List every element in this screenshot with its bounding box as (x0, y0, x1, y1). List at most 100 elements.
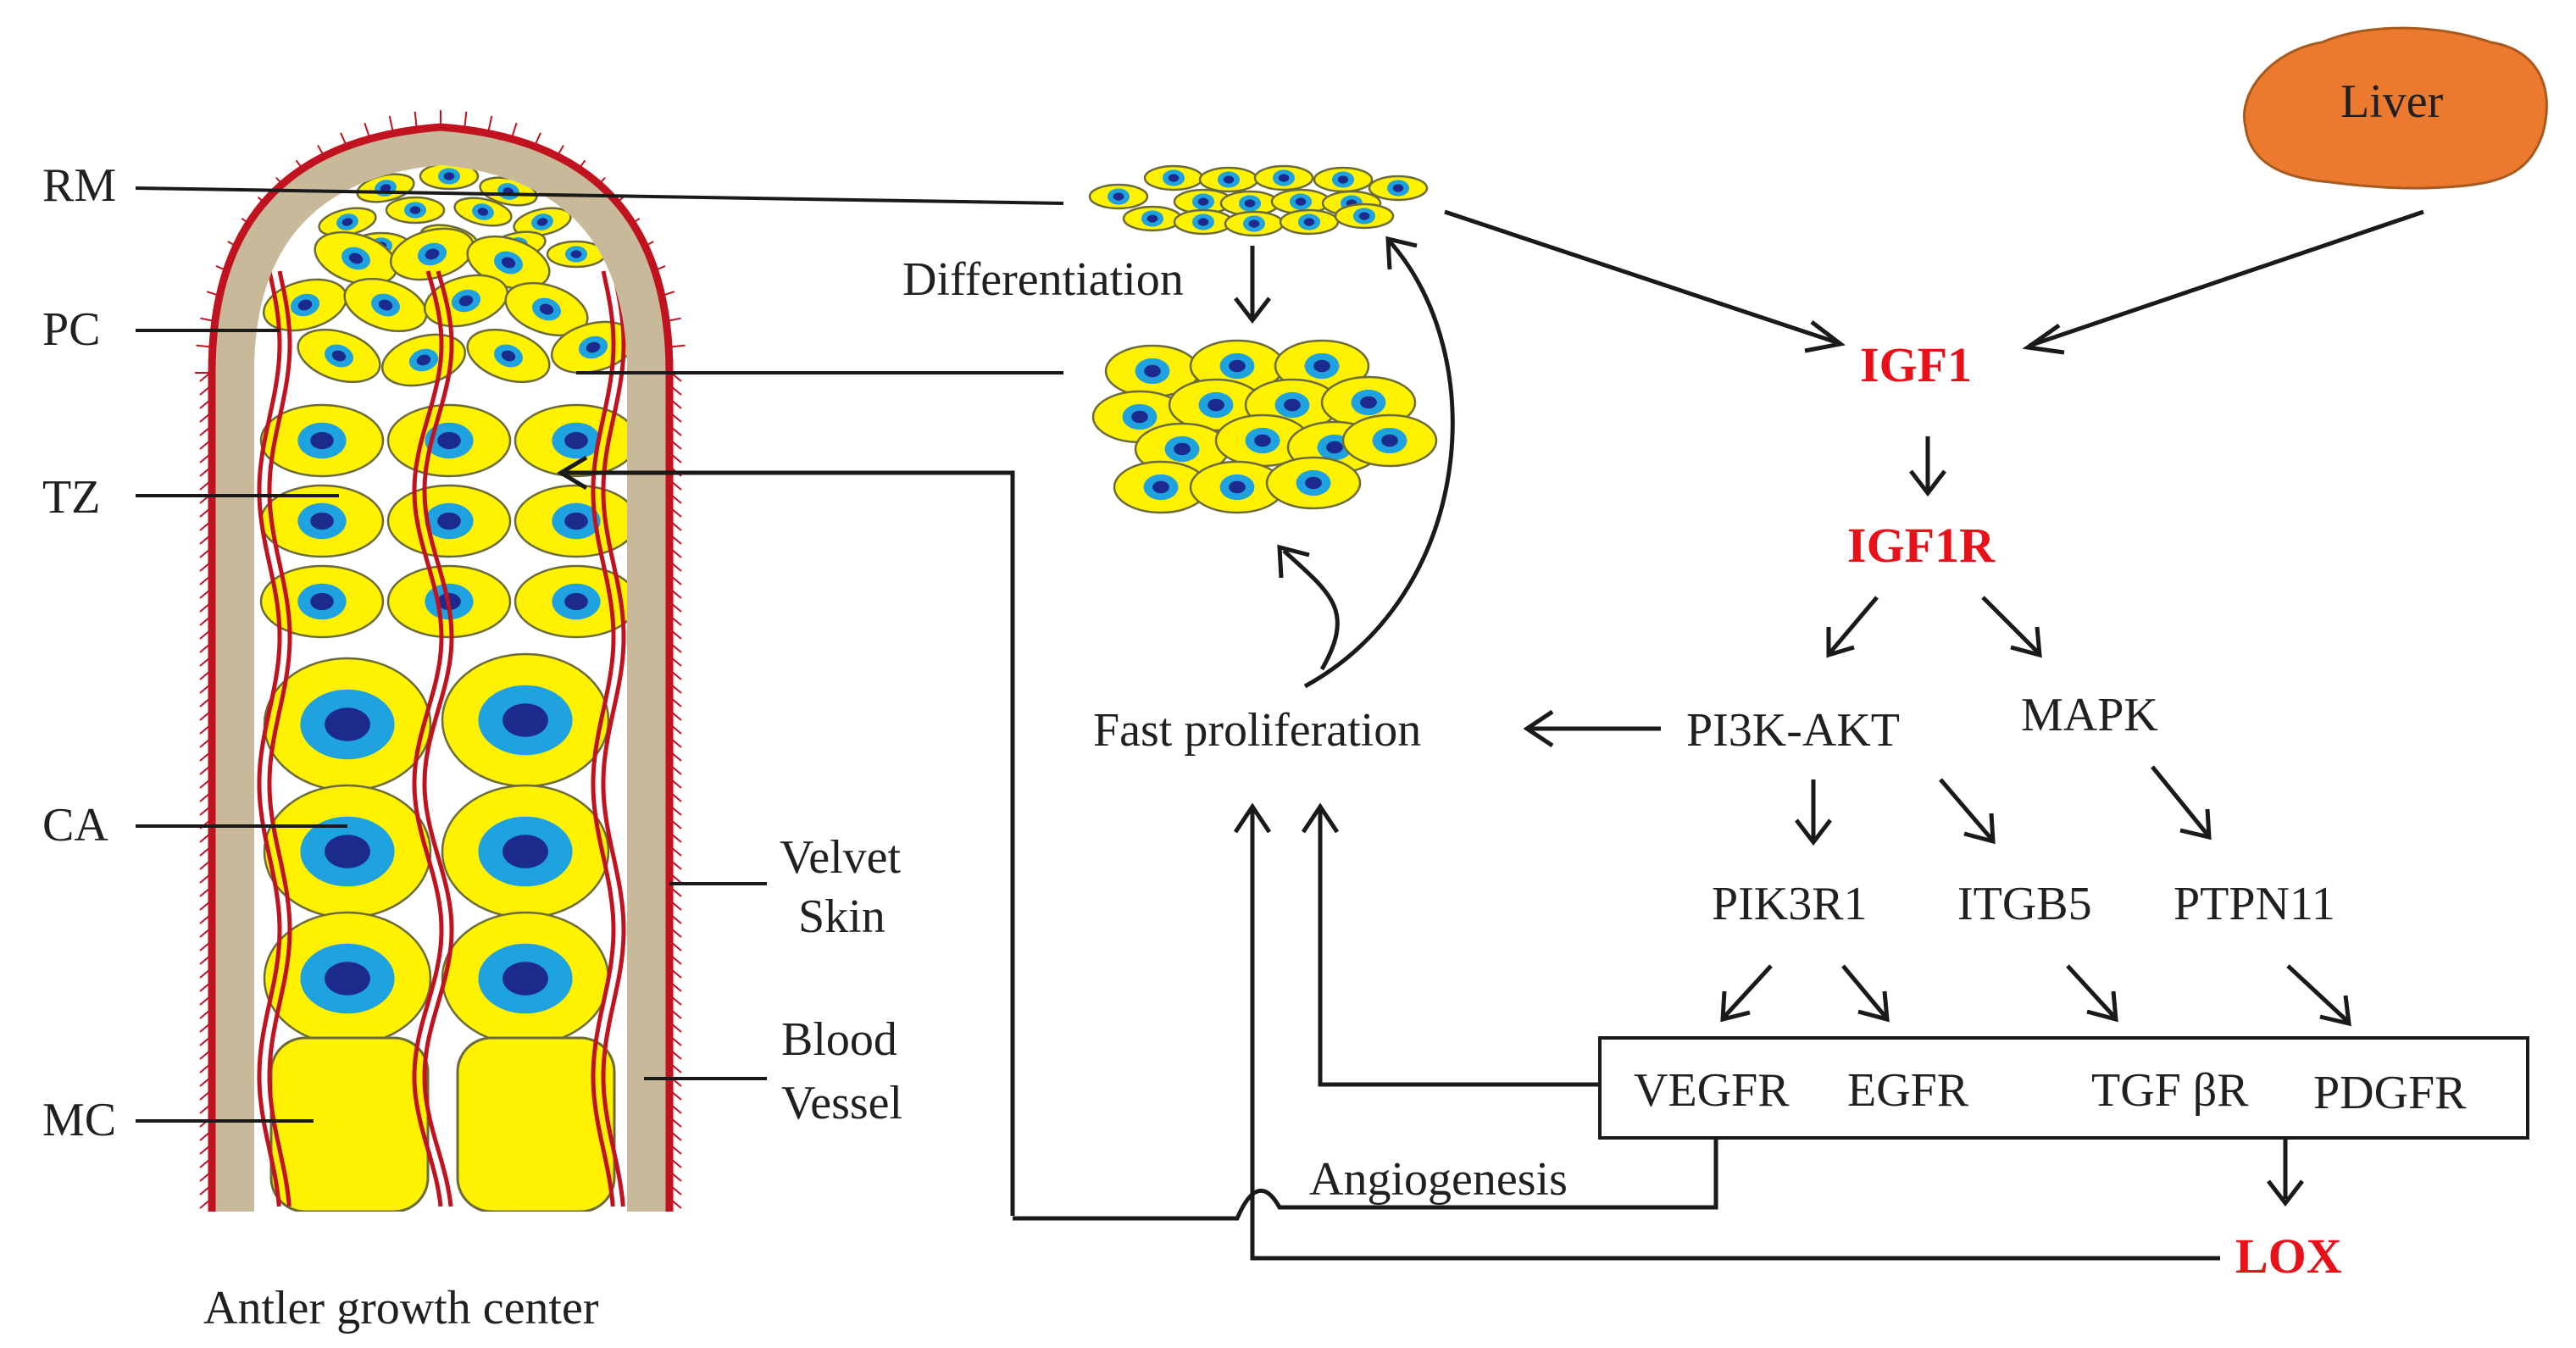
cell (297, 328, 381, 384)
proliferation-to-rm-arrow (1303, 236, 1455, 689)
cell (514, 484, 627, 558)
cell (263, 911, 432, 1046)
cell (263, 784, 432, 919)
cell-nucleolus (1244, 199, 1256, 208)
rm-leader-line (135, 186, 1064, 205)
cell-nucleolus (325, 962, 370, 996)
cell (1189, 460, 1285, 514)
blood-vessels (257, 270, 626, 1207)
vessel-wall (412, 270, 444, 1207)
cell-nucleolus (437, 431, 461, 450)
cell-nucleolus (536, 218, 548, 226)
cell-nucleolus (1295, 197, 1307, 206)
antler-caption: Antler growth center (203, 1282, 599, 1334)
pdgfr-to-lox-arrow (2267, 1138, 2304, 1207)
lox-label: LOX (2235, 1229, 2342, 1284)
cell-nucleolus (539, 303, 554, 315)
cell-nucleolus (1326, 441, 1343, 454)
cell-nucleolus (1360, 396, 1377, 409)
cell-nucleolus (564, 431, 588, 450)
cell-nucleolus (586, 341, 601, 353)
cell-nucleolus (1392, 184, 1404, 192)
pi3k-to-proliferation-arrow (1523, 709, 1661, 748)
igf1r-label: IGF1R (1847, 518, 1996, 573)
igf1-label: IGF1 (1860, 337, 1972, 392)
vegfr-label: VEGFR (1634, 1064, 1790, 1117)
cell-nucleolus (1197, 197, 1209, 206)
cell-nucleolus (1278, 174, 1290, 182)
cell-nucleolus (564, 512, 588, 530)
cell-nucleolus (1284, 398, 1301, 412)
velvet-skin-layer (212, 127, 669, 1212)
cell-nucleolus (1113, 192, 1124, 201)
cell-nucleolus (477, 208, 489, 216)
label-pc: PC (42, 303, 101, 356)
cell (1368, 175, 1429, 202)
cell (385, 196, 446, 225)
differentiation-arrow (1234, 246, 1271, 325)
cell-nucleolus (325, 707, 370, 741)
ptpn11-to-pdgfr-arrow (2286, 964, 2351, 1027)
cell (314, 230, 398, 286)
cell (423, 274, 509, 328)
cell-nucleolus (437, 512, 461, 530)
cell (441, 784, 610, 919)
vessel-wall (422, 270, 454, 1207)
pc-cell-cluster (1091, 339, 1438, 514)
antler-growth-center (195, 110, 686, 1212)
antler-cells (259, 165, 627, 1212)
lox-to-proliferation-arrow (1233, 802, 2220, 1261)
cell-nucleolus (1305, 476, 1322, 490)
cell (1143, 164, 1204, 191)
cell-nucleolus (458, 295, 474, 307)
label-skin: Skin (798, 890, 886, 943)
cell (1313, 166, 1374, 193)
mapk-to-ptpn11-arrow (2151, 765, 2212, 840)
liver-to-igf1-arrow (2022, 209, 2424, 355)
cell-nucleolus (501, 350, 516, 362)
cell (386, 564, 512, 639)
side-labels: Velvet Skin Blood Vessel (644, 831, 902, 1129)
pdgfr-label: PDGFR (2313, 1067, 2467, 1119)
cell-nucleolus (341, 218, 353, 226)
vessel-wall (591, 270, 616, 1207)
cell (1088, 183, 1149, 210)
cell-nucleolus (1303, 218, 1315, 226)
pik3r1-to-egfr-arrow (1841, 964, 1890, 1023)
cell (419, 165, 480, 191)
cell-nucleolus (378, 299, 393, 311)
cell-nucleolus (325, 835, 370, 868)
cell-nucleolus (502, 703, 548, 737)
itgb5-label: ITGB5 (1957, 878, 2092, 930)
igf1r-to-mapk-arrow (1981, 596, 2042, 658)
cell (386, 403, 512, 478)
cell-nucleolus (310, 431, 334, 450)
cell-nucleolus (502, 835, 548, 868)
cell (263, 657, 432, 792)
cell (389, 227, 475, 281)
angiogenesis-line (1013, 1138, 1718, 1221)
cell-nucleolus (1208, 398, 1224, 412)
liver-shape (2243, 26, 2548, 190)
proliferation-to-pc-arrow (1277, 544, 1340, 671)
cell-nucleolus (1131, 410, 1148, 424)
cell (1198, 166, 1259, 193)
cell-nucleolus (1146, 214, 1158, 223)
differentiation-label: Differentiation (902, 253, 1184, 306)
cell (453, 197, 513, 227)
rm-to-igf1-arrow (1444, 209, 1846, 353)
mapk-label: MAPK (2021, 689, 2158, 741)
cell-nucleolus (564, 592, 588, 611)
fast-proliferation-label: Fast proliferation (1093, 704, 1421, 757)
ptpn11-label: PTPN11 (2174, 878, 2335, 930)
cell-nucleolus (1174, 442, 1191, 456)
cell-nucleolus (310, 512, 334, 530)
cell (466, 328, 551, 384)
cell-nucleolus (1229, 480, 1246, 494)
liver-label: Liver (2340, 75, 2444, 128)
cell (1265, 456, 1362, 510)
liver: Liver (2243, 26, 2548, 190)
cell-nucleolus (1358, 212, 1370, 220)
